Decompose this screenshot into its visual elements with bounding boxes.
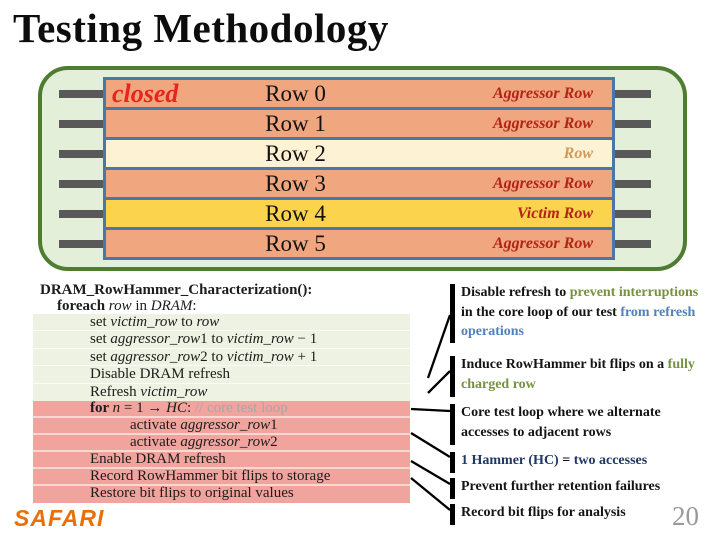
dram-row-1: Row 1 Aggressor Row [106, 110, 612, 140]
code-line: Restore bit flips to original values [90, 484, 294, 501]
code-line: Enable DRAM refresh [33, 451, 410, 469]
dram-row-2: Row 2 Row [106, 140, 612, 170]
dram-row-4: Row 4 Victim Row [106, 200, 612, 230]
row-name: Row 1 [265, 111, 326, 136]
annotation-bar [450, 504, 455, 525]
annotation-disable-refresh: Disable refresh to prevent interruptions… [450, 283, 708, 343]
annotation-induce-bitflips: Induce RowHammer bit flips on a fully ch… [450, 355, 708, 397]
safari-logo: SAFARI [14, 505, 105, 531]
annotation-bar [450, 452, 455, 473]
dram-row-table: closed Row 0 Aggressor Row Row 1 Aggress… [103, 77, 615, 260]
code-line: activate aggressor_row2 [33, 434, 410, 452]
annotation-bar [450, 284, 455, 343]
dram-row-5: Row 5 Aggressor Row [106, 230, 612, 257]
row-name: Row 0 [265, 81, 326, 106]
dram-row-0: closed Row 0 Aggressor Row [106, 80, 612, 110]
row-name: Row 3 [265, 171, 326, 196]
code-setup-block: set victim_row to row set aggressor_row1… [33, 314, 410, 401]
code-line: activate aggressor_row1 [33, 417, 410, 435]
annotation-bar [450, 404, 455, 445]
wordline-stub [613, 180, 651, 188]
annotation-hammer-count: 1 Hammer (HC) = two accesses [450, 451, 708, 473]
annotation-retention: Prevent further retention failures [450, 477, 708, 499]
code-line: Refresh victim_row [90, 383, 208, 400]
row-role-label: Aggressor Row [492, 175, 593, 192]
code-line: Disable DRAM refresh [33, 366, 410, 384]
code-line: Record RowHammer bit flips to storage [33, 468, 410, 486]
wordline-stub [613, 90, 651, 98]
annotation-core-loop: Core test loop where we alternate access… [450, 403, 708, 445]
code-loop-block: for n = 1 → HC: // core test loop activa… [33, 400, 410, 503]
code-line: set aggressor_row1 to victim_row − 1 [33, 331, 410, 349]
row-role-label: Victim Row [516, 205, 593, 222]
row-role-label: Aggressor Row [492, 115, 593, 132]
annotation-record-flips: Record bit flips for analysis [450, 503, 708, 525]
wordline-stub [59, 120, 104, 128]
wordline-stub [613, 240, 651, 248]
wordline-stub [59, 180, 104, 188]
code-foreach-line: foreach row in DRAM: [57, 298, 197, 314]
row-name: Row 5 [265, 231, 326, 256]
row-role-label: Row [563, 145, 593, 162]
code-line: for n = 1 → HC: // core test loop [33, 400, 410, 418]
wordline-stub [59, 240, 104, 248]
wordline-stub [613, 150, 651, 158]
wordline-stub [613, 210, 651, 218]
annotation-bar [450, 356, 455, 397]
code-line: set aggressor_row2 to victim_row + 1 [33, 349, 410, 367]
row-role-label: Aggressor Row [492, 85, 593, 102]
dram-row-3: Row 3 Aggressor Row [106, 170, 612, 200]
annotation-bar [450, 478, 455, 499]
row-name: Row 4 [265, 201, 326, 226]
pseudocode-block: DRAM_RowHammer_Characterization(): forea… [33, 282, 410, 503]
slide-title: Testing Methodology [13, 5, 389, 51]
page-number: 20 [672, 501, 699, 531]
code-line: set victim_row to row [33, 314, 410, 332]
wordline-stub [59, 90, 104, 98]
wordline-stub [59, 150, 104, 158]
wordline-stub [59, 210, 104, 218]
wordline-stub [613, 120, 651, 128]
row-name: Row 2 [265, 141, 326, 166]
code-function-header: DRAM_RowHammer_Characterization(): [40, 282, 313, 298]
row-state-label: closed [112, 79, 179, 108]
row-role-label: Aggressor Row [492, 235, 593, 252]
